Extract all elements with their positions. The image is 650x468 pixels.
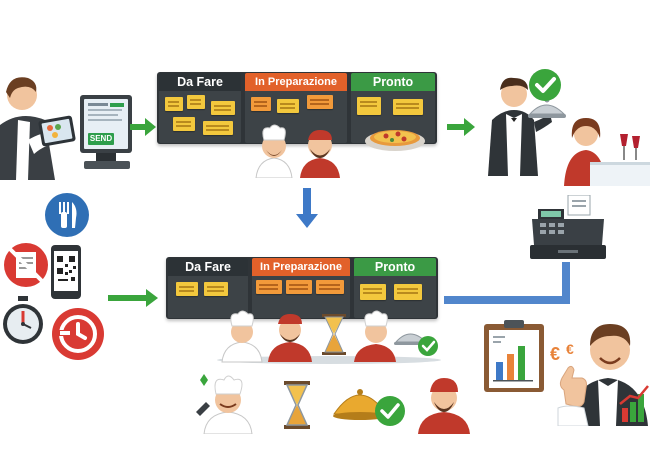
flow-arrow-right (447, 117, 475, 137)
flow-arrow-right (108, 288, 158, 308)
flow-arrow-down (296, 188, 318, 228)
qr-phone-icon (50, 244, 82, 300)
flow-arrow-right (130, 117, 156, 137)
svg-text:€: € (566, 341, 574, 357)
column-todo: Da Fare (168, 258, 248, 318)
column-header-done: Pronto (354, 258, 436, 276)
cutlery-icon (44, 192, 90, 238)
check-icon (374, 395, 406, 427)
column-header-in-progress: In Preparazione (245, 73, 347, 91)
report-clipboard (482, 318, 546, 394)
no-paper-icon (2, 240, 50, 290)
svg-text:€: € (550, 344, 560, 364)
customer-at-table (560, 106, 650, 186)
cash-register-icon (528, 195, 608, 261)
hourglass-icon (282, 380, 312, 430)
kitchen-staff-row (214, 306, 444, 366)
waiter-serving (478, 68, 568, 176)
waiter-with-tablet (0, 70, 140, 180)
column-done: Pronto (354, 258, 436, 318)
pizza-icon (364, 124, 426, 152)
column-header-todo: Da Fare (168, 258, 248, 276)
send-button[interactable]: SEND (88, 133, 114, 145)
time-saved-icon (50, 306, 106, 362)
column-header-in-progress: In Preparazione (252, 258, 350, 276)
chefs-group-top (248, 118, 348, 178)
chef-with-tools (192, 372, 264, 434)
column-header-done: Pronto (351, 73, 435, 91)
column-in-progress: In Preparazione (245, 73, 347, 143)
kanban-board-bottom: Da Fare In Preparazione Pronto (166, 257, 438, 319)
manager-thumbs-up (548, 312, 650, 426)
column-in-progress: In Preparazione (252, 258, 350, 318)
check-icon (528, 68, 562, 102)
kanban-board-top: Da Fare In Preparazione Pronto (157, 72, 437, 144)
flow-connector (444, 262, 574, 306)
stopwatch-icon (0, 294, 46, 348)
column-header-todo: Da Fare (159, 73, 241, 91)
euro-icon: € € (548, 338, 584, 368)
column-todo: Da Fare (159, 73, 241, 143)
chef-red-cap (412, 374, 476, 434)
